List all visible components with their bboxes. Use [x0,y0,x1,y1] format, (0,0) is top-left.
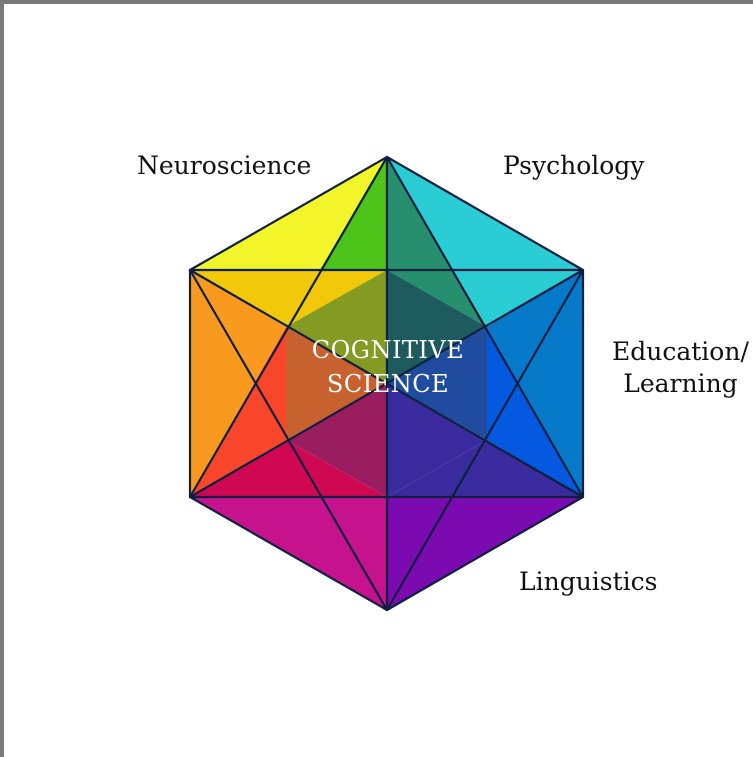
diagram-outline [188,155,585,612]
region-center-top-right [387,270,487,383]
region-left-outer [190,270,286,497]
region-center-left [286,327,387,440]
region-center-bottom-right [387,383,487,497]
label-education-line1: Education/ [612,337,749,366]
region-center-right [387,327,487,440]
region-center-top-left [286,270,387,383]
center-label-line1: COGNITIVE [311,336,465,364]
region-lower-left-inner [190,440,387,497]
label-linguistics: Linguistics [519,567,658,596]
label-education: Education/ Learning [612,336,749,400]
label-education-line2: Learning [623,369,738,398]
center-label-line2: SCIENCE [326,370,450,398]
region-education-inner [387,440,583,497]
center-label: COGNITIVE SCIENCE [312,333,465,401]
label-psychology: Psychology [503,151,645,180]
label-neuroscience: Neuroscience [137,151,312,180]
region-psychology-top [387,157,583,327]
region-education-right [487,270,583,497]
region-upper-left-inner [190,270,387,327]
region-center-bottom-left [286,383,387,497]
diagonal-axis-2 [189,269,584,498]
